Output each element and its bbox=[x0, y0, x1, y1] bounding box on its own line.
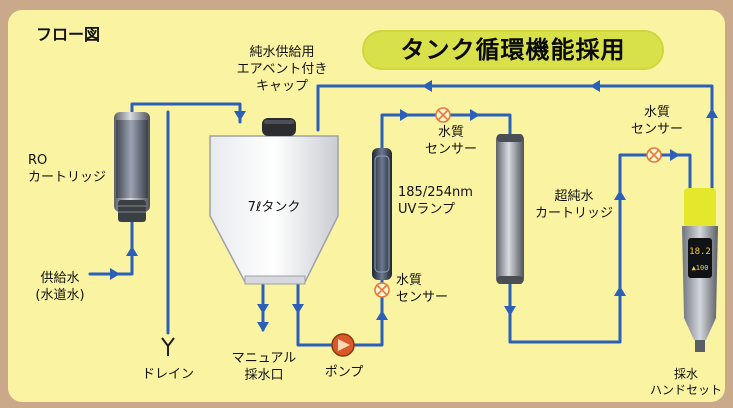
arrow bbox=[257, 322, 269, 332]
banner-badge bbox=[362, 30, 664, 70]
sensor-2-label: 水質 センサー bbox=[396, 273, 449, 305]
arrow bbox=[470, 109, 480, 121]
cap-label: 純水供給用 エアベント付き キャップ bbox=[236, 45, 328, 94]
arrow bbox=[126, 246, 138, 256]
drain-icon bbox=[161, 337, 175, 356]
pipe-ultrapure-handset bbox=[508, 153, 692, 344]
arrow bbox=[257, 304, 269, 314]
sensor-2-icon bbox=[374, 282, 390, 298]
ultrapure-cartridge bbox=[496, 134, 524, 284]
arrow bbox=[422, 80, 432, 92]
manual-label: マニュアル 採水口 bbox=[231, 351, 297, 383]
sensor-3-label: 水質 センサー bbox=[630, 105, 683, 137]
pipe-return bbox=[316, 84, 714, 192]
arrow bbox=[400, 109, 410, 121]
feed-label: 供給水 (水道水) bbox=[35, 271, 85, 303]
sensor-1-icon bbox=[435, 107, 451, 123]
arrow bbox=[292, 304, 304, 314]
uv-label: 185/254nm UVランプ bbox=[398, 185, 473, 217]
handset-label: 採水 ハンドセット bbox=[649, 367, 722, 397]
flow-arrows bbox=[110, 80, 718, 332]
ro-cartridge bbox=[114, 112, 150, 222]
pipe-tank-pump bbox=[296, 280, 335, 347]
pipe-feed bbox=[88, 220, 134, 276]
arrow bbox=[670, 149, 680, 161]
arrow bbox=[706, 108, 718, 118]
tank bbox=[209, 135, 339, 285]
arrow bbox=[590, 80, 600, 92]
ultrapure-label: 超純水 カートリッジ bbox=[534, 189, 613, 221]
ro-label: RO カートリッジ bbox=[28, 153, 107, 185]
tank-label: 7ℓタンク bbox=[248, 200, 301, 215]
sensor-1-label: 水質 センサー bbox=[424, 125, 477, 157]
handset-display-line2: ▲100 bbox=[692, 264, 709, 272]
arrow bbox=[110, 268, 120, 280]
pump-icon bbox=[331, 333, 355, 357]
arrow bbox=[614, 190, 626, 200]
arrow bbox=[234, 111, 246, 121]
handset: 18.2 ▲100 bbox=[682, 188, 718, 352]
pipe-pump-uv bbox=[353, 278, 384, 347]
handset-display-line1: 18.2 bbox=[689, 247, 711, 257]
panel-background bbox=[8, 10, 725, 402]
drain-label: ドレイン bbox=[141, 367, 194, 382]
sensor-3-icon bbox=[646, 147, 662, 163]
title: フロー図 bbox=[36, 25, 100, 44]
tank-cap bbox=[262, 118, 296, 136]
banner-text: タンク循環機能採用 bbox=[400, 36, 626, 64]
pump-label: ポンプ bbox=[324, 365, 364, 380]
arrow bbox=[376, 310, 388, 320]
sensor-icons bbox=[374, 107, 662, 298]
uv-lamp bbox=[372, 148, 392, 280]
arrow bbox=[614, 286, 626, 296]
arrow bbox=[504, 306, 516, 316]
